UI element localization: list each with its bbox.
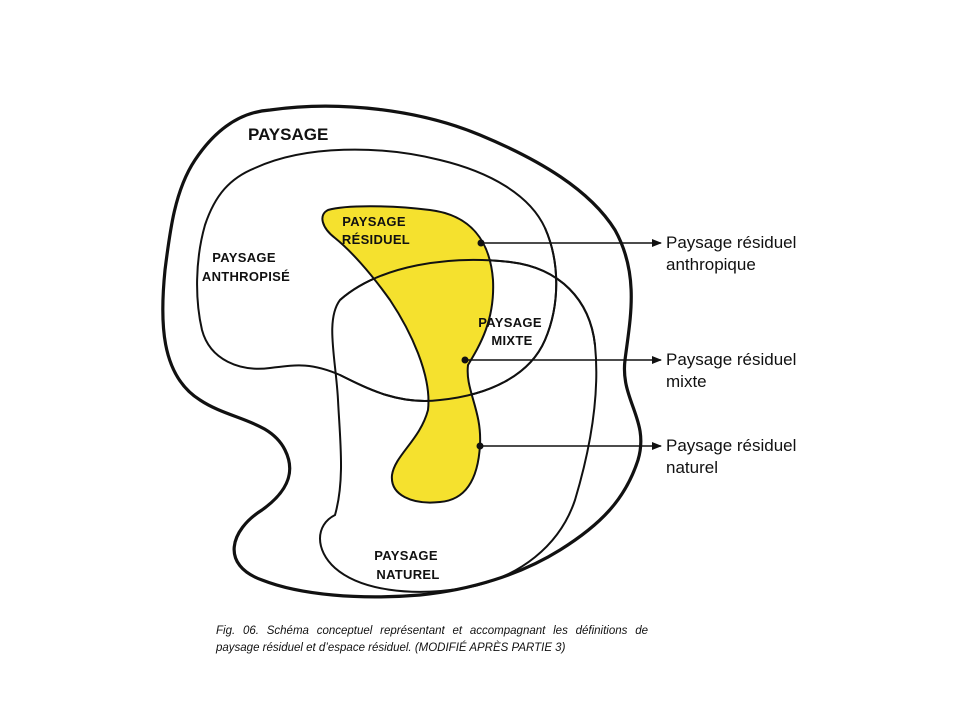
paysage-residuel-label: PAYSAGE RÉSIDUEL <box>342 214 410 247</box>
paysage-title: PAYSAGE <box>248 125 328 144</box>
paysage-outline <box>161 104 643 599</box>
paysage-naturel-overlay <box>339 258 596 346</box>
paysage-residuel-shape <box>321 205 495 504</box>
paysage-anthropise-label: PAYSAGE ANTHROPISÉ <box>202 250 290 284</box>
callout-label-mixte: Paysage résiduel mixte <box>666 350 801 391</box>
figure-caption: Fig. 06. Schéma conceptuel représentant … <box>216 625 648 654</box>
paysage-naturel-label: PAYSAGE NATUREL <box>374 548 441 582</box>
paysage-anthropise-overlay <box>339 227 558 402</box>
callout-label-anthropique: Paysage résiduel anthropique <box>666 233 801 274</box>
callout-label-naturel: Paysage résiduel naturel <box>666 436 801 477</box>
paysage-mixte-label: PAYSAGE MIXTE <box>478 315 545 348</box>
